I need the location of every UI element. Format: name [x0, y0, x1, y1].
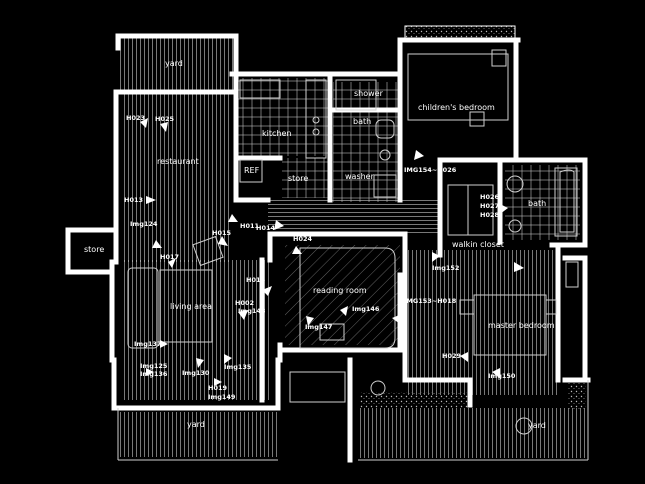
pebble-strip-bottom: [360, 392, 470, 408]
yard-bottom-right-floor: [360, 408, 585, 458]
corridor-floor: [268, 200, 440, 234]
label-living-area: living area: [170, 302, 212, 311]
kitchen-floor: [238, 78, 328, 156]
yard-top-floor: [120, 38, 235, 93]
master-floor: [408, 250, 558, 395]
bath-top-floor: [333, 82, 401, 202]
marker-h023: H023: [126, 114, 145, 122]
marker-img148: Img148: [238, 307, 266, 315]
marker-img152: Img152: [432, 264, 459, 272]
label-reading-room: reading room: [313, 286, 367, 295]
label-walkin-closet: walkin closet: [452, 240, 504, 249]
label-yard-bottom-left: yard: [187, 420, 205, 429]
label-childrens-bedroom: children's bedroom: [418, 103, 495, 112]
restaurant-floor: [122, 92, 230, 262]
marker-h011: H011: [240, 222, 259, 230]
marker-img147: Img147: [305, 323, 332, 331]
label-restaurant: restaurant: [157, 157, 199, 166]
marker-h014: H014: [256, 224, 275, 232]
marker-img154-h026: IMG154~H026: [404, 166, 457, 174]
label-master-bedroom: master bedroom: [488, 321, 555, 330]
marker-h015: H015: [212, 229, 231, 237]
marker-img137: Img137: [134, 340, 161, 348]
camera-arrows: [140, 118, 524, 386]
yard-bottom-left-floor: [120, 412, 280, 457]
marker-img130: Img130: [182, 369, 210, 377]
label-yard-top: yard: [165, 59, 183, 68]
marker-h002: H002: [235, 299, 254, 307]
label-kitchen: kitchen: [262, 129, 291, 138]
marker-h027: H027: [480, 202, 499, 210]
marker-h025: H025: [155, 115, 174, 123]
marker-h024: H024: [293, 235, 312, 243]
marker-img149: Img149: [208, 393, 236, 401]
reading-floor: [285, 245, 400, 345]
marker-img135: Img135: [224, 363, 252, 371]
label-store-left: store: [84, 245, 104, 254]
marker-h028: H028: [480, 211, 499, 219]
marker-img146: Img146: [352, 305, 380, 313]
label-shower: shower: [354, 89, 384, 98]
bath-right-floor: [505, 165, 580, 240]
marker-h029: H029: [442, 352, 461, 360]
thin-lines: [117, 49, 589, 461]
marker-img124: Img124: [130, 220, 158, 228]
marker-img125: Img125: [140, 362, 168, 370]
label-yard-bottom-right: yard: [528, 421, 546, 430]
label-bath-right: bath: [528, 199, 546, 208]
label-bath-top: bath: [353, 117, 371, 126]
pebble-strip-right: [568, 380, 586, 410]
marker-h013: H013: [124, 196, 143, 204]
label-ref: REF: [244, 166, 260, 175]
marker-img136: Img136: [140, 370, 168, 378]
marker-img150: Img150: [488, 372, 516, 380]
label-store-top: store: [288, 174, 308, 183]
marker-h016: H016: [246, 276, 265, 284]
marker-h026: H026: [480, 193, 499, 201]
living-floor: [122, 260, 272, 400]
marker-h019: H019: [208, 384, 227, 392]
store-top-floor: [282, 158, 330, 198]
marker-h017: H017: [160, 253, 179, 261]
label-washer: washer: [345, 172, 375, 181]
marker-img153-h018: IMG153~H018: [404, 297, 457, 305]
